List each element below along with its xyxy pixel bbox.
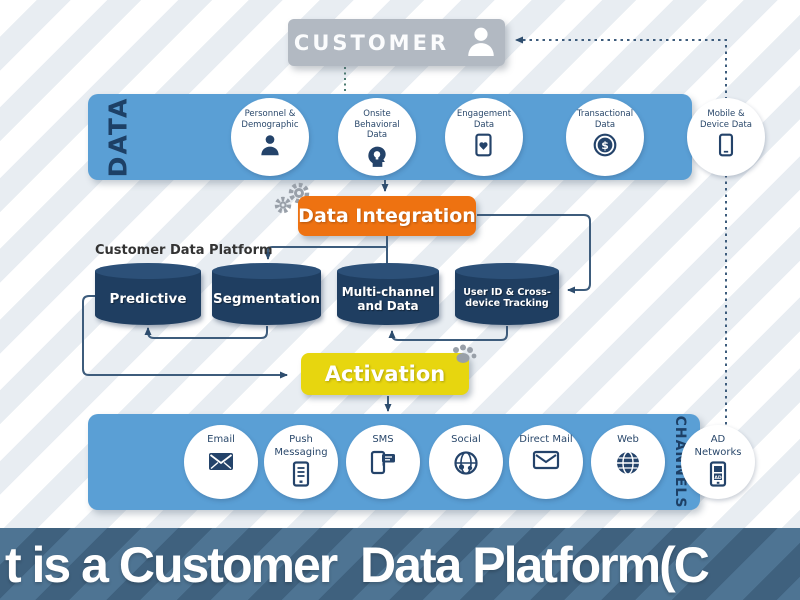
- web-globe-icon: [614, 447, 642, 481]
- data-band-label: DATA: [103, 96, 133, 178]
- person-icon: [257, 130, 283, 162]
- segmentation-to-predictive-arrow: [144, 326, 268, 339]
- cylinder-predictive: Predictive: [95, 263, 201, 325]
- cylinder-body: [95, 271, 201, 325]
- cylinder-top: [212, 263, 321, 279]
- channel-social: Social: [429, 425, 503, 499]
- cylinder-top: [455, 263, 559, 279]
- activation-label: Activation: [324, 362, 446, 386]
- channels-band: CHANNELS Email Push Messaging SMS Social: [88, 414, 755, 510]
- data-item-onsite-behavioral: Onsite Behavioral Data: [338, 98, 416, 176]
- customer-person-icon: [463, 23, 499, 63]
- data-integration-box: Data Integration: [298, 196, 476, 236]
- activation-box: Activation: [301, 353, 469, 395]
- channel-ad-networks: AD Networks AD: [681, 425, 755, 499]
- social-globe-icon: [452, 447, 480, 481]
- data-integration-label: Data Integration: [298, 205, 476, 227]
- customer-box: CUSTOMER: [288, 19, 505, 66]
- cylinder-top: [337, 263, 439, 279]
- banner-title: t is a Customer Data Platform(C: [5, 537, 710, 593]
- sms-phone-icon: [369, 447, 397, 479]
- cylinder-multichannel: Multi-channel and Data: [337, 263, 439, 325]
- cylinder-body: [455, 271, 559, 325]
- channel-sms: SMS: [346, 425, 420, 499]
- title-banner: t is a Customer Data Platform(C: [0, 528, 800, 600]
- data-item-transactional: Transactional Data $: [566, 98, 644, 176]
- ad-networks-icon: AD: [707, 459, 729, 491]
- behavior-head-icon: [364, 141, 390, 173]
- paw-print-icon: [449, 343, 479, 373]
- push-phone-icon: [290, 459, 312, 491]
- svg-text:AD: AD: [714, 475, 722, 481]
- userid-to-multichannel-arrow: [388, 326, 508, 341]
- integration-to-segmentation-arrow: [264, 246, 387, 260]
- cylinder-segmentation: Segmentation: [212, 263, 321, 325]
- customer-label: CUSTOMER: [293, 30, 450, 55]
- direct-mail-icon: [531, 447, 561, 475]
- channel-push-messaging: Push Messaging: [264, 425, 338, 499]
- smartphone-icon: [713, 130, 739, 162]
- cylinder-body: [212, 271, 321, 325]
- svg-text:$: $: [601, 139, 609, 152]
- data-item-engagement: Engagement Data: [445, 98, 523, 176]
- channel-direct-mail: Direct Mail: [509, 425, 583, 499]
- channel-web: Web: [591, 425, 665, 499]
- cylinder-top: [95, 263, 201, 279]
- data-band: DATA Personnel & Demographic Onsite Beha…: [88, 94, 765, 180]
- engagement-phone-heart-icon: [471, 130, 497, 162]
- cylinder-userid-tracking: User ID & Cross-device Tracking: [455, 263, 559, 325]
- channel-email: Email: [184, 425, 258, 499]
- data-item-mobile-device: Mobile & Device Data: [687, 98, 765, 176]
- data-item-personnel-demographic: Personnel & Demographic: [231, 98, 309, 176]
- email-icon: [206, 447, 236, 477]
- gears-icon: [272, 181, 314, 221]
- cylinder-body: [337, 271, 439, 325]
- cdp-section-label: Customer Data Platform: [95, 243, 273, 258]
- dollar-coin-icon: $: [592, 130, 618, 162]
